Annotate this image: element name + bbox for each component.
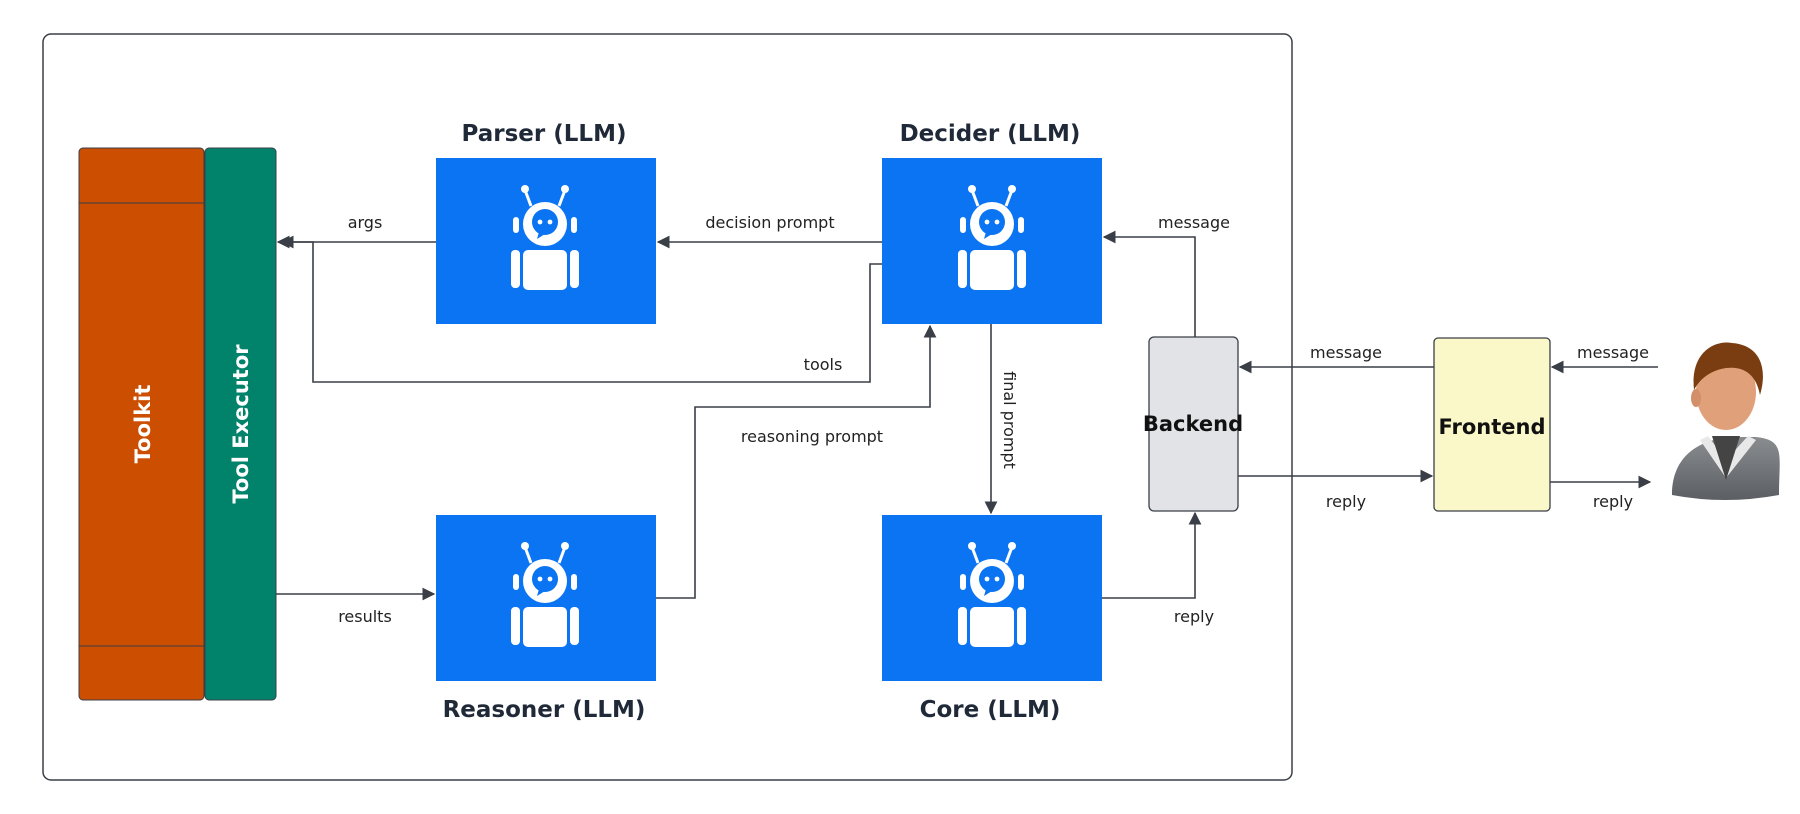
backend-label: Backend	[1143, 412, 1243, 436]
core-title: Core (LLM)	[920, 697, 1061, 723]
edge-label-message-backend-decider: message	[1158, 213, 1230, 232]
edge-label-results: results	[338, 607, 392, 626]
frontend-node[interactable]: Frontend	[1433, 337, 1551, 512]
frontend-label: Frontend	[1439, 415, 1546, 439]
decider-title: Decider (LLM)	[900, 121, 1081, 147]
edge-tools	[280, 235, 882, 383]
reasoner-node[interactable]: Reasoner (LLM)	[436, 515, 656, 723]
edge-reasoning-prompt	[656, 324, 937, 599]
edge-label-reasoning-prompt: reasoning prompt	[741, 427, 883, 446]
edge-label-reply-core-backend: reply	[1174, 607, 1214, 626]
edge-label-tools: tools	[804, 355, 843, 374]
edge-label-args: args	[348, 213, 383, 232]
edge-message-backend-decider	[1102, 230, 1196, 337]
core-node[interactable]: Core (LLM)	[882, 515, 1102, 723]
parser-node[interactable]: Parser (LLM)	[436, 121, 656, 324]
edge-label-reply-backend-frontend: reply	[1326, 492, 1366, 511]
tool-executor-label: Tool Executor	[229, 344, 253, 504]
user-avatar-icon	[1672, 342, 1780, 500]
tool-executor-node[interactable]: Tool Executor	[204, 147, 277, 701]
edge-label-message-frontend-backend: message	[1310, 343, 1382, 362]
edge-label-final-prompt: final prompt	[1000, 371, 1019, 469]
edge-label-reply-frontend-user: reply	[1593, 492, 1633, 511]
decider-node[interactable]: Decider (LLM)	[882, 121, 1102, 324]
parser-title: Parser (LLM)	[462, 121, 627, 147]
system-boundary	[42, 33, 1293, 781]
edge-label-decision-prompt: decision prompt	[705, 213, 834, 232]
toolkit-label: Toolkit	[131, 385, 155, 464]
edge-reply-core-backend	[1102, 511, 1202, 599]
toolkit-node[interactable]: Toolkit	[78, 147, 205, 701]
reasoner-title: Reasoner (LLM)	[443, 697, 646, 723]
backend-node[interactable]: Backend	[1143, 336, 1243, 512]
edge-label-message-user-frontend: message	[1577, 343, 1649, 362]
